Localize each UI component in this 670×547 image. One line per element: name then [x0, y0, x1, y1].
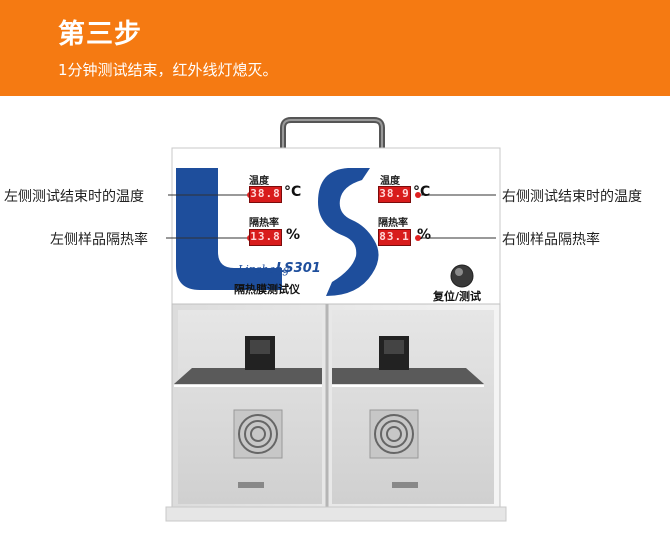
right-temp-unit: °C	[413, 184, 431, 200]
right-rate-display: 83.1	[378, 229, 411, 246]
handle-icon	[280, 117, 385, 151]
logo-letter-l	[176, 168, 282, 290]
device-base	[165, 506, 507, 522]
right-rate-unit: %	[417, 227, 432, 243]
left-rate-display: 13.8	[249, 229, 282, 246]
product-name: 隔热膜测试仪	[234, 283, 300, 296]
sample-clip-icon	[245, 336, 409, 370]
left-temp-unit: °C	[284, 184, 302, 200]
right-temp-display: 38.9	[378, 186, 411, 203]
fan-grille-icon	[233, 409, 419, 459]
right-sample-tray	[332, 368, 484, 384]
callout-right-temp: 右侧测试结束时的温度	[502, 189, 642, 205]
left-temp-label: 温度	[249, 176, 269, 187]
step-banner	[0, 0, 670, 96]
right-rate-label: 隔热率	[378, 218, 408, 229]
step-title: 第三步	[58, 19, 142, 50]
left-sample-tray	[174, 368, 322, 384]
model-number: LS301	[276, 261, 321, 276]
callout-left-rate: 左侧样品隔热率	[50, 232, 148, 248]
right-temp-label: 温度	[380, 176, 400, 187]
left-temp-display: 38.8	[249, 186, 282, 203]
brand-logo: Linshang	[238, 263, 290, 276]
reset-test-button[interactable]: 复位/测试	[433, 290, 482, 303]
callout-right-rate: 右侧样品隔热率	[502, 232, 600, 248]
right-chamber	[332, 310, 494, 504]
left-rate-label: 隔热率	[249, 218, 279, 229]
left-rate-unit: %	[286, 227, 301, 243]
logo-letter-s	[318, 168, 379, 296]
callout-left-temp: 左侧测试结束时的温度	[4, 189, 144, 205]
knob-icon	[450, 264, 474, 288]
step-description: 1分钟测试结束，红外线灯熄灭。	[58, 61, 278, 79]
